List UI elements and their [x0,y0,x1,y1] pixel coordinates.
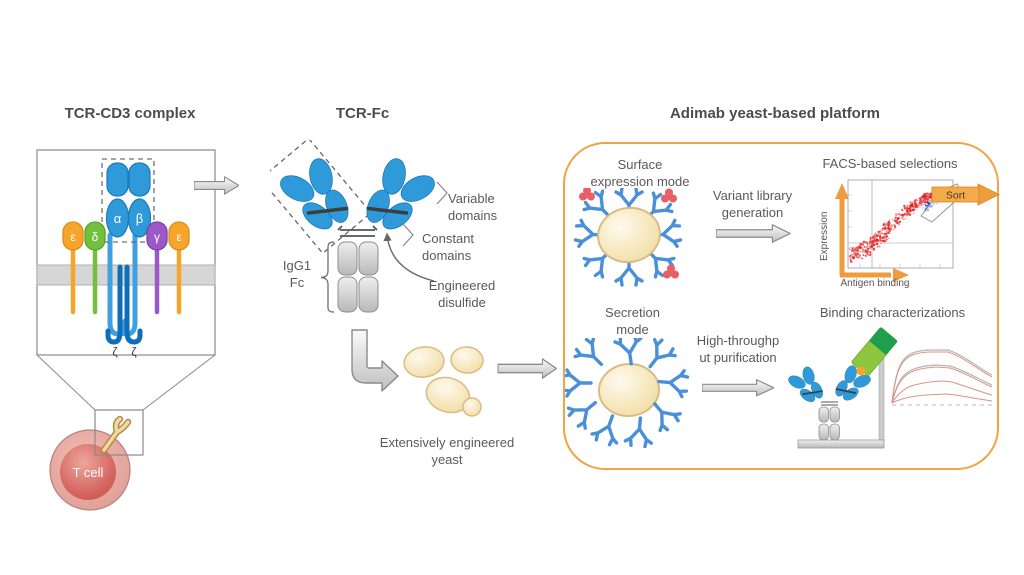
engineered-yeast-caption: Extensively engineered yeast [379,435,515,467]
binding-title: Binding characterizations [819,305,966,320]
alpha-label: α [114,211,122,226]
left-arm-dashed-outline [270,140,372,255]
sort-label: Sort [946,190,965,202]
variable-domains-label: Variable domains [448,191,498,223]
constant-bracket [402,223,414,247]
sort-tag [931,186,980,203]
binding-characterization [782,327,993,449]
engineered-yeast-cluster [403,346,484,417]
antigen-blob [663,264,679,279]
arrow-purification [702,379,774,397]
antigen-blob [661,188,677,203]
yeast-cell [598,362,660,418]
platform-title: Adimab yeast-based platform [669,105,881,122]
cd3-delta: δ [84,221,106,315]
t-cell-label: T cell [73,465,104,480]
kinetics-curves [891,349,993,406]
facs-plot: Sort Expression Antigen binding [819,179,1000,289]
facs-x-axis-label: Antigen binding [841,278,910,289]
facs-title: FACS-based selections [822,156,958,171]
tcr-dashed-outline [101,158,155,243]
beta-label: β [136,211,143,226]
disulfide-pointer [383,232,435,282]
surface-display-yeast [573,188,683,287]
igg1-fc-domain [337,241,379,313]
delta-label: δ [92,230,99,244]
facs-y-axis-label: Expression [819,212,830,261]
constant-domains-label: Constant domains [422,231,475,263]
facs-axes [835,183,909,282]
cd3-epsilon-left: ε [62,221,84,315]
assay-platform [797,439,885,449]
igg1-fc-label: IgG1 Fc [282,258,312,290]
arrow-yeast-to-platform [497,358,558,379]
tcr-beta-chain: β [127,162,152,238]
tcr-fc-left-arm [270,140,372,255]
secretion-yeast [565,338,690,448]
zeta-left-label: ζ [112,345,118,359]
arrow-variant-library [716,224,791,243]
platform-container [563,142,999,470]
antigen-blob [579,188,595,201]
variant-library-label: Variant library generation [712,188,793,220]
hinge [337,225,378,237]
tcr-cd3-title: TCR-CD3 complex [64,105,196,122]
igg1-brace [320,241,335,313]
surface-mode-label: Surface expression mode [590,157,690,189]
tcr-receptor-icon [100,415,132,454]
epsilon-left-label: ε [70,230,76,244]
gamma-label: γ [154,230,160,244]
tcr-alpha-chain: α [105,162,130,238]
sort-arrowhead [977,183,1000,206]
immobilized-tcr-fc [782,357,877,441]
arrow-cd3-to-fc [194,176,239,195]
tcr-fc-title: TCR-Fc [335,105,390,122]
tm-stems [105,232,143,345]
callout-box [94,409,144,456]
variable-bracket [436,181,448,205]
purification-label: High-throughp ut purification [696,333,780,365]
tcr-fc-diagram [270,140,558,417]
tcr-cd3-diagram: T cell ζ ζ α [36,149,216,511]
arrow-fc-to-yeast [351,329,399,392]
cd3-gamma: γ [146,221,168,315]
binding-site-dot [856,366,866,376]
secretion-mode-label: Secretion mode [605,305,660,337]
zeta-right-label: ζ [131,345,137,359]
cd3-epsilon-right: ε [168,221,190,315]
yeast-cell [597,206,661,264]
epsilon-right-label: ε [176,230,182,244]
engineered-disulfide-label: Engineered disulfide [428,278,496,310]
t-cell: T cell [49,429,131,511]
